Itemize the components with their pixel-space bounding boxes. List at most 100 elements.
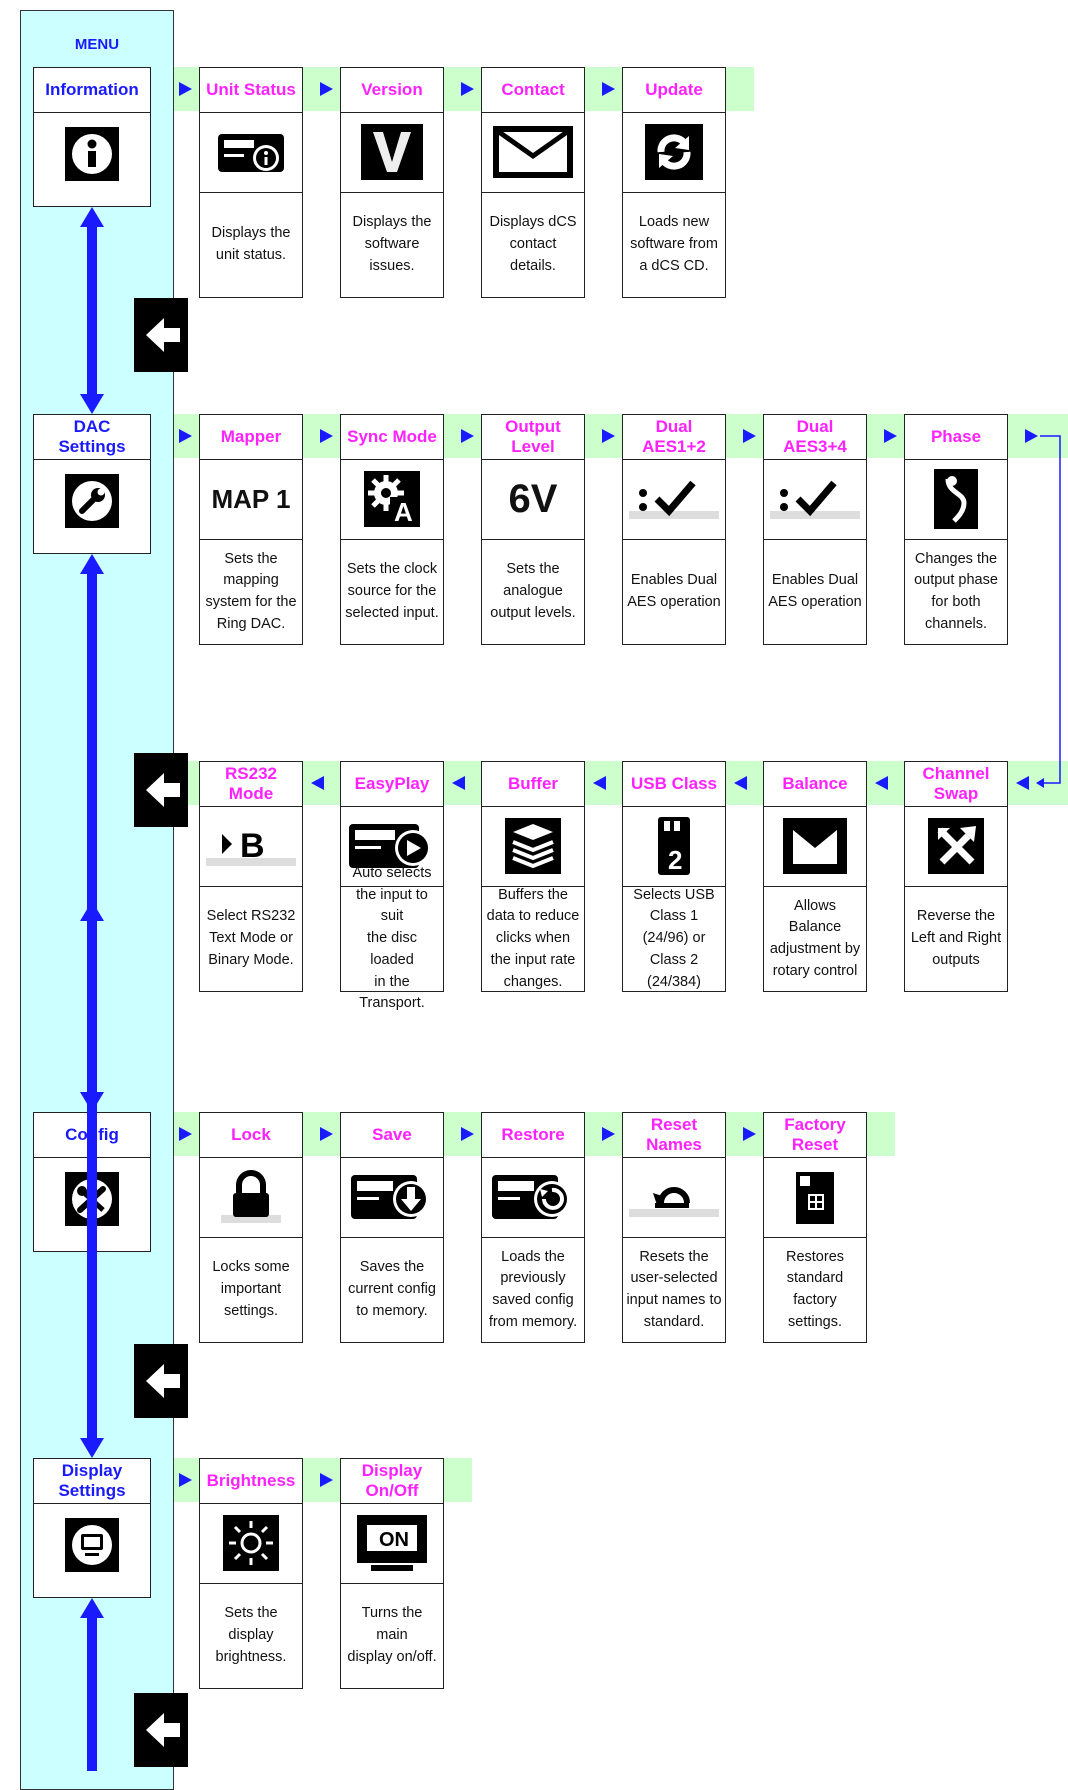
arrow-right-output-level xyxy=(461,429,474,443)
menu-information[interactable]: Information xyxy=(33,67,151,207)
item-balance-description: Allows Balance adjustment by rotary cont… xyxy=(764,886,866,991)
vertical-arrow-dac-config xyxy=(87,572,97,1094)
arrow-left-channel-swap xyxy=(1016,776,1029,790)
item-lock-description: Locks some important settings. xyxy=(200,1237,302,1342)
back-button-display-settings[interactable] xyxy=(134,1693,188,1767)
drive-play-icon xyxy=(341,808,443,884)
item-display-on-off-description: Turns the main display on/off. xyxy=(341,1583,443,1688)
item-rs232-mode-title: RS232 Mode xyxy=(200,762,302,807)
lock-icon xyxy=(200,1159,302,1235)
drive-restore-icon xyxy=(482,1159,584,1235)
item-usb-class-description: Selects USB Class 1 (24/96) or Class 2 (… xyxy=(623,886,725,991)
item-buffer-title: Buffer xyxy=(482,762,584,807)
back-button-config[interactable] xyxy=(134,1344,188,1418)
item-lock-title: Lock xyxy=(200,1113,302,1158)
item-dual-aes3-4-title: Dual AES3+4 xyxy=(764,415,866,460)
monitor-icon xyxy=(34,1503,150,1587)
svg-text:ON: ON xyxy=(379,1529,409,1551)
refresh-icon xyxy=(623,114,725,190)
arrow-right-reset-names xyxy=(602,1127,615,1141)
display-on-icon: ON xyxy=(341,1505,443,1581)
menu-display-settings[interactable]: Display Settings xyxy=(33,1458,151,1598)
item-update-title: Update xyxy=(623,68,725,113)
vertical-arrow-config-display xyxy=(87,919,97,1440)
arrow-right-sync-mode xyxy=(320,429,333,443)
factory-icon xyxy=(764,1159,866,1235)
arrow-right-mapper xyxy=(179,429,192,443)
vertical-arrow-dac-config-head-up xyxy=(80,554,104,574)
v-letter-icon xyxy=(341,114,443,190)
item-save-description: Saves the current config to memory. xyxy=(341,1237,443,1342)
arrow-left-rs232-mode xyxy=(311,776,324,790)
menu-dac-settings-title: DAC Settings xyxy=(34,415,150,460)
back-button-dac-settings[interactable] xyxy=(134,753,188,827)
arrow-left-buffer xyxy=(593,776,606,790)
arrow-left-easyplay xyxy=(452,776,465,790)
item-mapper-title: Mapper xyxy=(200,415,302,460)
item-factory-reset-description: Restores standard factory settings. xyxy=(764,1237,866,1342)
vertical-arrow-info-dac-head-down xyxy=(80,394,104,414)
arrow-left-usb-class xyxy=(734,776,747,790)
6v-icon: 6V xyxy=(508,476,558,521)
item-restore-description: Loads the previously saved config from m… xyxy=(482,1237,584,1342)
arrow-right-version xyxy=(320,82,333,96)
arrow-right-factory-reset xyxy=(743,1127,756,1141)
arrow-right-display-on-off xyxy=(320,1473,333,1487)
swap-arrows-icon xyxy=(905,808,1007,884)
menu-information-title: Information xyxy=(34,68,150,113)
vertical-arrow-display-bottom xyxy=(87,1616,97,1771)
vertical-arrow-config-display-head-up xyxy=(80,901,104,921)
item-rs232-mode-description: Select RS232 Text Mode or Binary Mode. xyxy=(200,886,302,991)
item-sync-mode-description: Sets the clock source for the selected i… xyxy=(341,539,443,644)
arrow-right-dual-aes1-2 xyxy=(602,429,615,443)
phase-icon xyxy=(905,461,1007,537)
wrench-icon xyxy=(34,459,150,543)
arrow-right-save xyxy=(320,1127,333,1141)
arrow-right-unit-status xyxy=(179,82,192,96)
arrow-right-contact xyxy=(461,82,474,96)
item-buffer-description: Buffers the data to reduce clicks when t… xyxy=(482,886,584,991)
item-mapper-description: Sets the mapping system for the Ring DAC… xyxy=(200,539,302,644)
item-reset-names-title: Reset Names xyxy=(623,1113,725,1158)
arrow-right-dual-aes3-4 xyxy=(743,429,756,443)
sun-icon xyxy=(200,1505,302,1581)
back-button-information[interactable] xyxy=(134,298,188,372)
arrow-right-update xyxy=(602,82,615,96)
item-dual-aes1-2-description: Enables Dual AES operation xyxy=(623,539,725,644)
item-easyplay-title: EasyPlay xyxy=(341,762,443,807)
b-mode-icon: B xyxy=(200,808,302,884)
item-sync-mode-title: Sync Mode xyxy=(341,415,443,460)
svg-text:B: B xyxy=(240,827,265,865)
gear-a-icon: A xyxy=(341,461,443,537)
item-brightness-title: Brightness xyxy=(200,1459,302,1504)
vertical-arrow-info-dac xyxy=(87,225,97,396)
item-factory-reset-title: Factory Reset xyxy=(764,1113,866,1158)
menu-title: MENU xyxy=(74,36,120,53)
item-display-on-off-title: Display On/Off xyxy=(341,1459,443,1504)
menu-dac-settings[interactable]: DAC Settings xyxy=(33,414,151,554)
arrow-right-phase xyxy=(884,429,897,443)
